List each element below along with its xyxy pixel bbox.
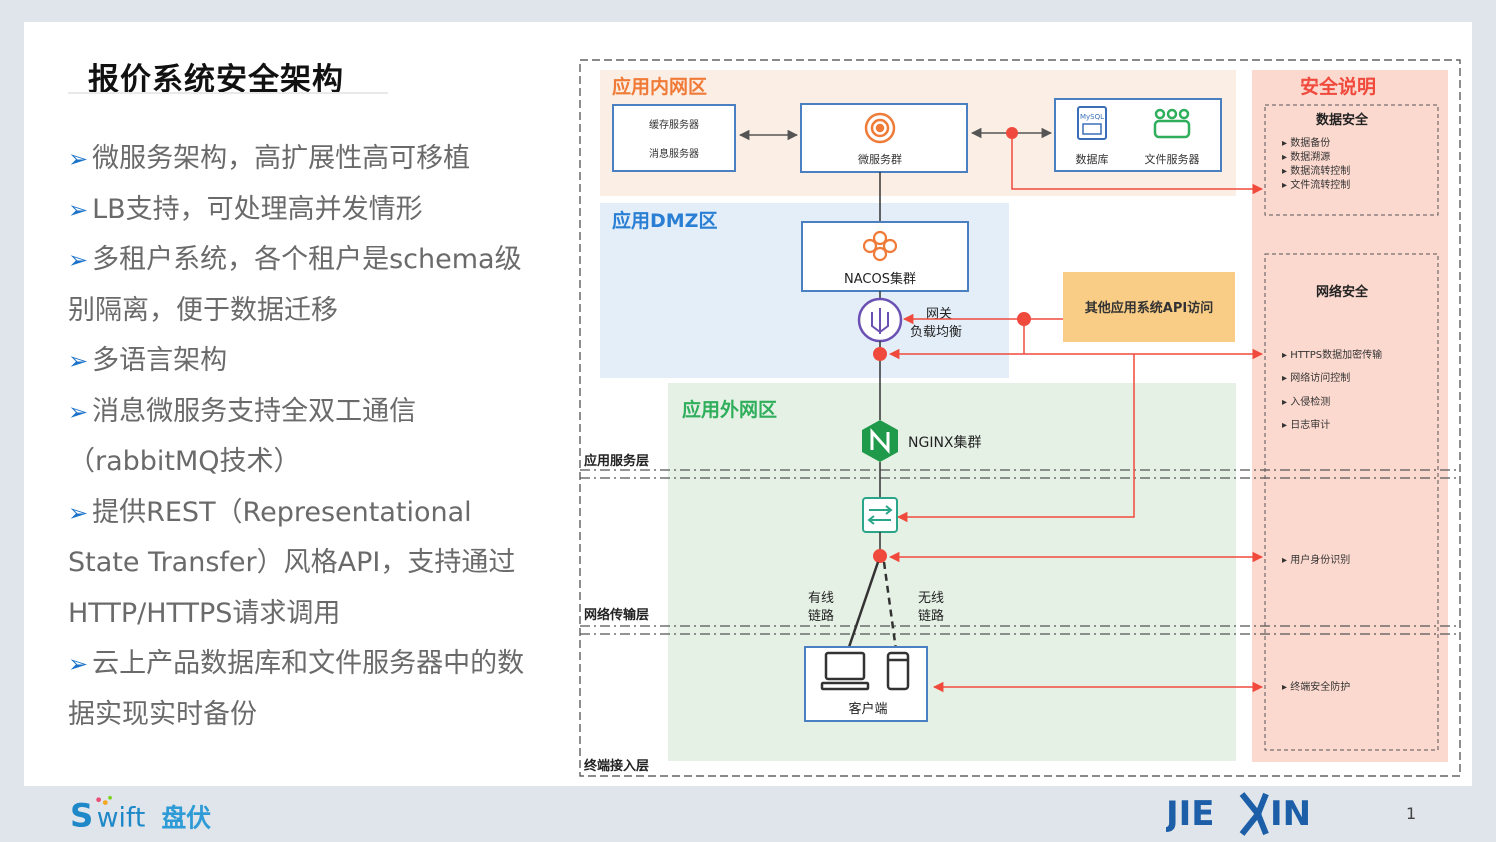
page-number: 1 bbox=[1406, 804, 1417, 823]
layer-label-terminal: 终端接入层 bbox=[584, 758, 649, 774]
wired-label-2: 链路 bbox=[808, 608, 834, 624]
nacos-label: NACOS集群 bbox=[844, 271, 916, 287]
client-label: 客户端 bbox=[848, 701, 887, 717]
other-api-box bbox=[1063, 272, 1235, 342]
database-label: 数据库 bbox=[1076, 152, 1109, 166]
title-underline bbox=[68, 92, 388, 94]
jiexin-logo-left: JIE bbox=[1166, 794, 1215, 834]
other-api-label: 其他应用系统API访问 bbox=[1085, 300, 1213, 316]
data-security-title: 数据安全 bbox=[1316, 112, 1369, 128]
logo-dot bbox=[96, 797, 101, 803]
wireless-label-2: 链路 bbox=[918, 608, 944, 624]
arrow-icon: ➢ bbox=[68, 397, 89, 426]
security-item: ▸ 数据备份 bbox=[1282, 136, 1330, 149]
data-security-list: ▸ 数据备份 ▸ 数据溯源 ▸ 数据流转控制 ▸ 文件流转控制 bbox=[1282, 136, 1350, 191]
cache-message-box bbox=[612, 104, 736, 172]
bullet-item: ➢云上产品数据库和文件服务器中的数据实现实时备份 bbox=[68, 648, 525, 730]
security-item: ▸ 网络访问控制 bbox=[1282, 371, 1350, 384]
security-item: ▸ HTTPS数据加密传输 bbox=[1282, 348, 1382, 361]
message-server-label: 消息服务器 bbox=[649, 147, 699, 160]
diagram-frame bbox=[579, 59, 1461, 777]
switch-icon bbox=[862, 497, 898, 533]
nginx-icon bbox=[862, 420, 898, 462]
swift-logo-cn: 盘伏 bbox=[161, 803, 211, 832]
svg-text:MySQL: MySQL bbox=[1080, 113, 1104, 121]
bullet-item: ➢微服务架构，高扩展性高可移植 bbox=[68, 143, 471, 174]
layer-separator-1 bbox=[580, 469, 1460, 479]
external-zone bbox=[668, 383, 1236, 761]
link-data-security bbox=[1011, 139, 1264, 195]
bullet-item: ➢消息微服务支持全双工通信（rabbitMQ技术） bbox=[68, 395, 417, 478]
junction-dot bbox=[1006, 127, 1018, 139]
gateway-label-2: 负载均衡 bbox=[910, 325, 962, 340]
network-security-title: 网络安全 bbox=[1316, 284, 1369, 300]
cache-server-label: 缓存服务器 bbox=[649, 118, 699, 131]
file-server-icon bbox=[1153, 108, 1191, 139]
network-security-list: ▸ HTTPS数据加密传输 ▸ 网络访问控制 ▸ 入侵检测 ▸ 日志审计 ▸ 用… bbox=[1282, 348, 1382, 693]
database-icon: MySQL bbox=[1077, 106, 1107, 140]
security-item: ▸ 用户身份识别 bbox=[1282, 553, 1350, 566]
swift-logo-text: wift bbox=[97, 802, 146, 833]
internal-zone-label: 应用内网区 bbox=[612, 75, 707, 98]
api-junction-dot bbox=[1017, 312, 1031, 326]
microservice-icon bbox=[864, 112, 896, 144]
arrow-icon: ➢ bbox=[68, 347, 89, 375]
jiexin-logo: JIE IN bbox=[1166, 792, 1311, 836]
switch-junction-dot bbox=[873, 549, 887, 563]
link-switch-loop bbox=[896, 354, 1135, 523]
jiexin-logo-right: IN bbox=[1270, 794, 1311, 834]
wireless-label-1: 无线 bbox=[918, 591, 944, 606]
computer-icon bbox=[820, 651, 870, 691]
bullet-item: ➢提供REST（Representational State Transfer）… bbox=[68, 496, 516, 629]
security-item: ▸ 终端安全防护 bbox=[1282, 680, 1350, 693]
file-server-label: 文件服务器 bbox=[1145, 152, 1200, 166]
gateway-icon bbox=[857, 297, 903, 343]
security-item: ▸ 文件流转控制 bbox=[1282, 178, 1350, 191]
phone-icon bbox=[886, 651, 910, 691]
nacos-icon bbox=[862, 230, 898, 262]
data-security-panel bbox=[1264, 104, 1439, 216]
microservice-label: 微服务群 bbox=[858, 152, 902, 166]
nginx-label: NGINX集群 bbox=[908, 434, 982, 451]
arrow-icon: ➢ bbox=[68, 650, 89, 678]
network-security-panel bbox=[1264, 253, 1439, 751]
security-zone bbox=[1252, 70, 1448, 762]
bullet-item: ➢多租户系统，各个租户是schema级别隔离，便于数据迁移 bbox=[68, 244, 522, 326]
security-zone-label: 安全说明 bbox=[1300, 75, 1376, 98]
dmz-zone-label: 应用DMZ区 bbox=[612, 209, 717, 232]
bullet-list: ➢微服务架构，高扩展性高可移植 ➢LB支持，可处理高并发情形 ➢多租户系统，各个… bbox=[68, 134, 548, 740]
gateway-junction-dot bbox=[873, 347, 887, 361]
swift-logo-mark: S bbox=[70, 796, 93, 834]
wireless-link bbox=[882, 561, 898, 651]
wired-label-1: 有线 bbox=[808, 591, 834, 606]
security-item: ▸ 日志审计 bbox=[1282, 418, 1330, 431]
arrow-icon: ➢ bbox=[68, 498, 89, 527]
arrow-icon: ➢ bbox=[68, 145, 89, 173]
swift-logo: S wift 盘伏 bbox=[70, 795, 211, 834]
logo-dot bbox=[108, 795, 112, 800]
layer-separator-2 bbox=[580, 625, 1460, 635]
wired-link bbox=[846, 561, 880, 651]
arrow-icon: ➢ bbox=[68, 195, 89, 224]
layer-label-app: 应用服务层 bbox=[584, 453, 649, 469]
arrow-icon: ➢ bbox=[68, 246, 89, 274]
external-zone-label: 应用外网区 bbox=[682, 398, 777, 421]
jiexin-x-mark bbox=[1239, 792, 1269, 836]
storage-box bbox=[1054, 98, 1222, 172]
bullet-item: ➢LB支持，可处理高并发情形 bbox=[68, 193, 423, 225]
security-item: ▸ 入侵检测 bbox=[1282, 395, 1330, 408]
layer-label-network: 网络传输层 bbox=[584, 607, 649, 623]
bullet-item: ➢多语言架构 bbox=[68, 345, 228, 376]
security-item: ▸ 数据溯源 bbox=[1282, 150, 1330, 163]
logo-dot bbox=[102, 800, 108, 805]
security-item: ▸ 数据流转控制 bbox=[1282, 164, 1350, 177]
